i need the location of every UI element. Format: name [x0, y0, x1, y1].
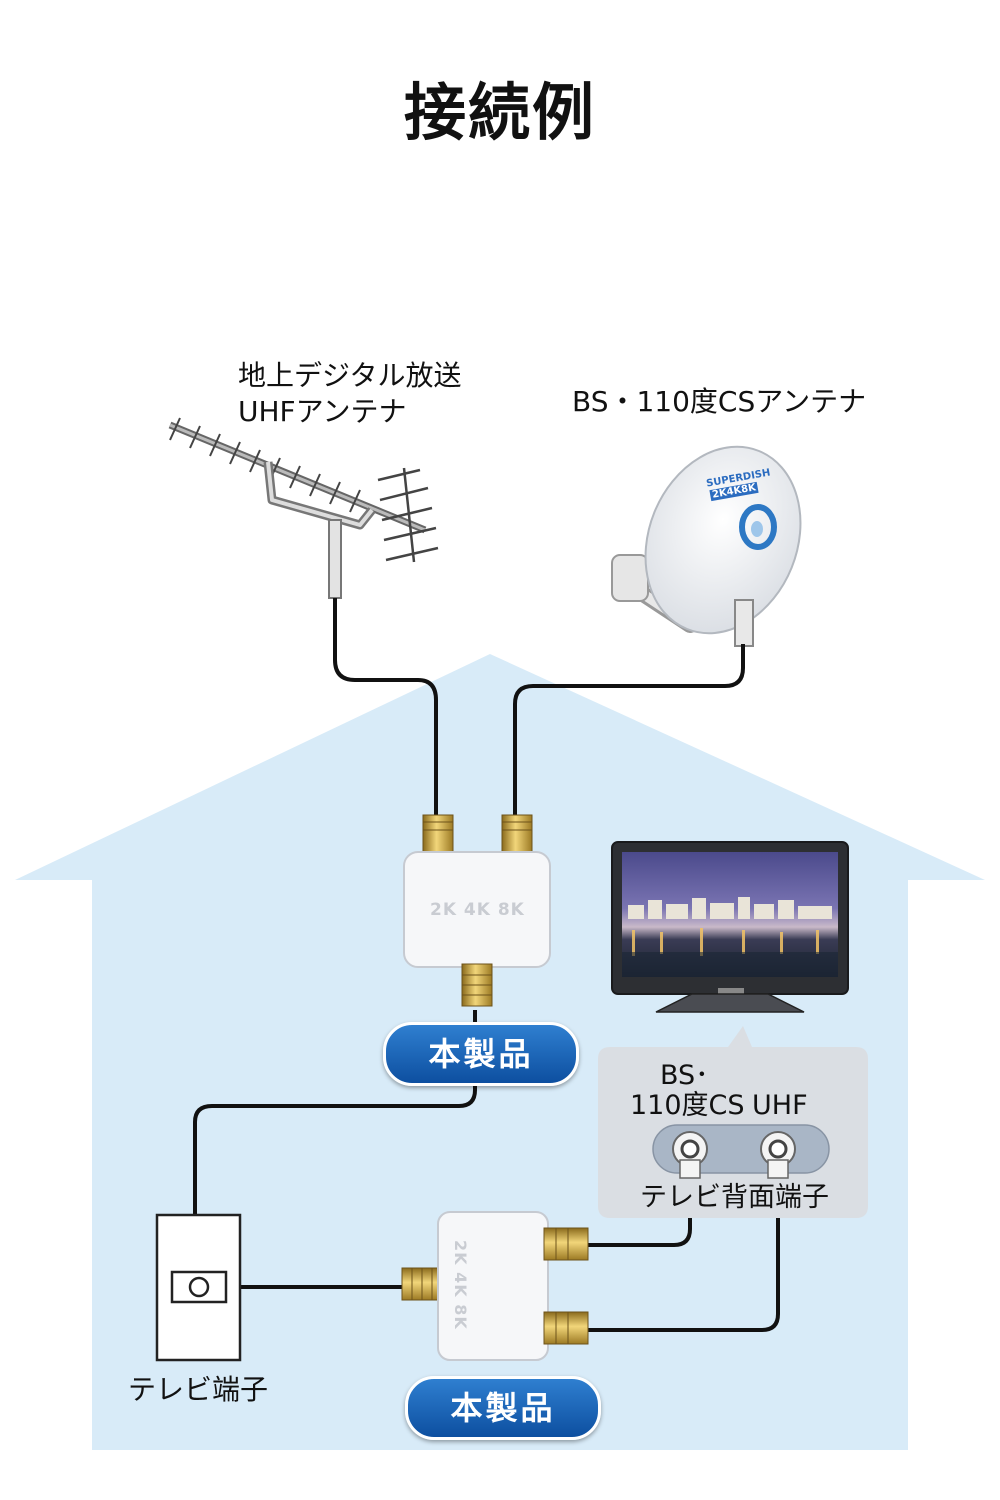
- cable-splitter-to-wall: [193, 1010, 477, 1215]
- callout-bs-label-line1: BS･: [660, 1060, 709, 1091]
- cable-lines: [193, 598, 780, 1332]
- product-label-top: 本製品: [383, 1022, 579, 1086]
- tv-port-uhf-icon: [760, 1131, 796, 1179]
- callout-uhf-label: UHF: [752, 1090, 808, 1121]
- uhf-antenna-icon: [168, 417, 439, 599]
- callout-bubble: [598, 1026, 868, 1218]
- callout-bs-label-line2: 110度CS: [630, 1090, 745, 1121]
- bs-antenna-label: BS・110度CSアンテナ: [572, 385, 867, 418]
- separator-mark-text: 2K 4K 8K: [451, 1240, 470, 1330]
- uhf-antenna-label-line1: 地上デジタル放送: [238, 359, 462, 392]
- tv-port-bs-icon: [672, 1131, 708, 1179]
- separator-device: [401, 1211, 589, 1361]
- page-title: 接続例: [403, 76, 596, 149]
- cable-bs-to-splitter: [513, 644, 745, 820]
- cable-uhf-to-splitter: [333, 598, 438, 820]
- wall-outlet-icon: [155, 1213, 242, 1362]
- uhf-antenna-label-line2: UHFアンテナ: [238, 395, 407, 428]
- mixer-mark-text: 2K 4K 8K: [430, 900, 525, 920]
- wall-outlet-label: テレビ端子: [128, 1373, 269, 1406]
- tv-icon: [611, 841, 849, 1013]
- mixer-device: [403, 814, 551, 1007]
- callout-caption: テレビ背面端子: [640, 1182, 829, 1213]
- bs-dish-icon: [611, 445, 802, 647]
- uhf-antenna-label: 地上デジタル放送 UHFアンテナ: [238, 358, 461, 430]
- cable-separator-to-tv-uhf: [588, 1210, 780, 1332]
- cable-separator-to-tv-bs: [588, 1170, 692, 1247]
- product-label-bottom: 本製品: [405, 1376, 601, 1440]
